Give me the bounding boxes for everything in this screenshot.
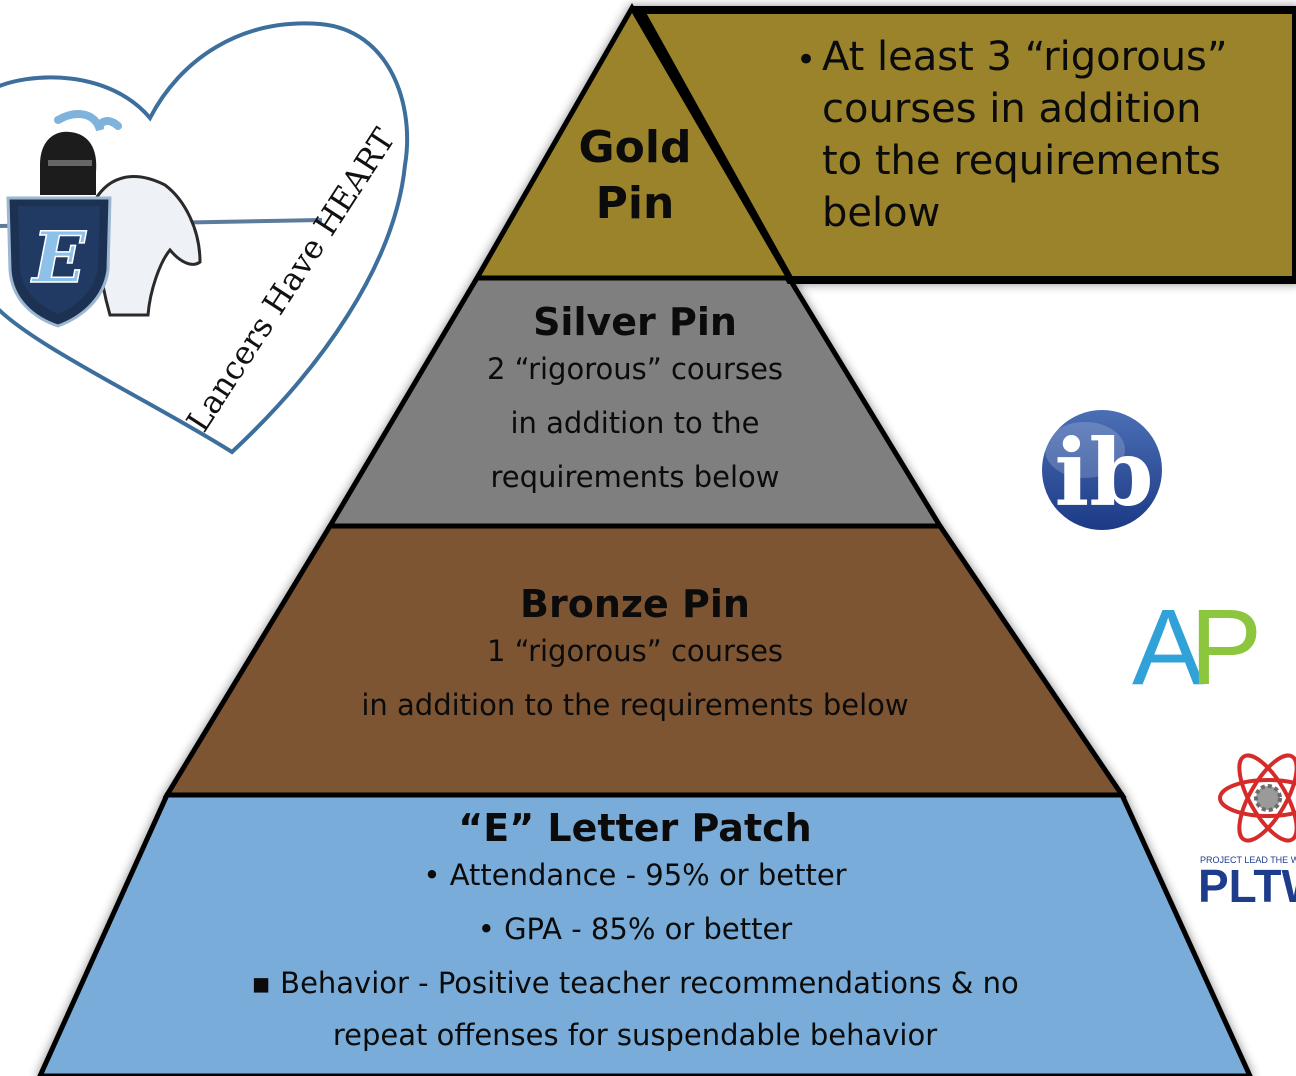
gold-pin-title-line1: Gold — [578, 122, 692, 173]
atom-icon — [1218, 753, 1296, 843]
ap-logo-text: AP — [1132, 586, 1257, 707]
ap-letter-p: P — [1190, 586, 1257, 707]
silver-line: requirements below — [490, 460, 780, 494]
silver-line: in addition to the — [510, 406, 760, 440]
letter-patch-title: “E” Letter Patch — [458, 806, 812, 850]
gold-callout-bullet: • — [796, 40, 817, 80]
letter-patch-line: ▪ Behavior - Positive teacher recommenda… — [251, 966, 1019, 1000]
ap-logo: AP — [1132, 586, 1271, 707]
gold-callout-line: below — [822, 190, 941, 236]
gear-icon — [1254, 784, 1282, 812]
shield-letter: E — [30, 216, 87, 299]
letter-patch-line: repeat offenses for suspendable behavior — [332, 1018, 938, 1052]
knight-icon — [40, 110, 122, 195]
bronze-line: 1 “rigorous” courses — [486, 634, 784, 668]
ib-logo-text: ib — [1054, 419, 1153, 527]
lancers-heart-logo: E Lancers Have HEART — [0, 21, 410, 455]
pltw-text: PLTW — [1198, 860, 1296, 912]
pltw-logo: PROJECT LEAD THE WAY PLTW — [1198, 753, 1296, 912]
letter-patch-line: • GPA - 85% or better — [477, 912, 793, 946]
bronze-line: in addition to the requirements below — [361, 688, 909, 722]
gold-callout-line: At least 3 “rigorous” — [822, 34, 1228, 80]
tier-gold — [472, 3, 794, 281]
gold-pin-title-line2: Pin — [595, 178, 675, 229]
silver-pin-title: Silver Pin — [533, 300, 737, 344]
pltw-tagline: PROJECT LEAD THE WAY — [1200, 855, 1296, 865]
heart-outline — [0, 21, 410, 455]
letter-patch-line: • Attendance - 95% or better — [423, 858, 847, 892]
silver-line: 2 “rigorous” courses — [486, 352, 784, 386]
ib-logo: ib — [1042, 410, 1162, 530]
horse-icon — [93, 175, 202, 317]
gold-pin-title: Gold Pin — [560, 120, 710, 232]
e-shield-icon: E — [6, 196, 112, 328]
pyramid — [37, 3, 1296, 1076]
gold-callout-line: to the requirements — [822, 138, 1221, 184]
gold-callout-line: courses in addition — [822, 86, 1202, 132]
bronze-pin-title: Bronze Pin — [520, 582, 750, 626]
